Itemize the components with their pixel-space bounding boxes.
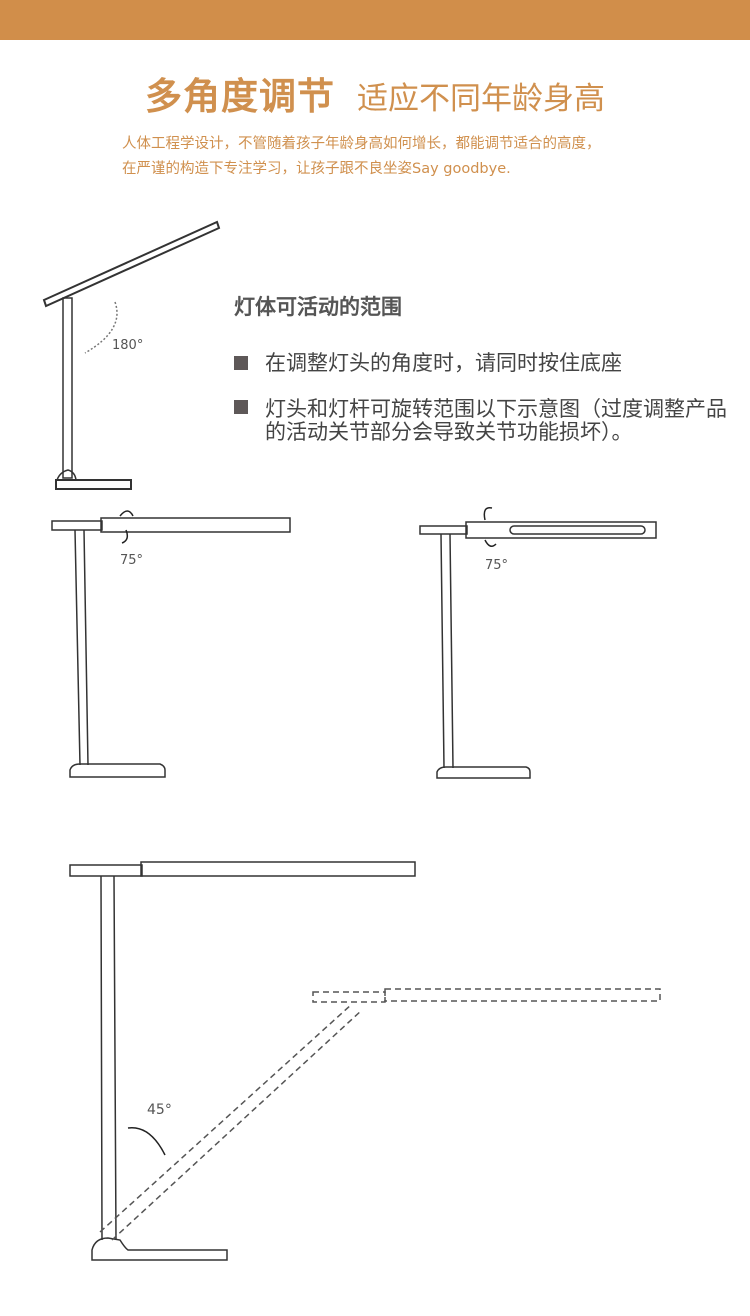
lamp-diagram-45 [69, 861, 661, 1261]
lamp-diagram-180 [42, 220, 221, 490]
lamp-diagram-75-right [419, 507, 657, 779]
description-line-1: 人体工程学设计，不管随着孩子年龄身高如何增长，都能调节适合的高度， [122, 136, 601, 152]
angle-label-75-left: 75° [120, 553, 144, 568]
section-title: 多角度调节适应不同年龄身高 [0, 66, 750, 120]
bullet-text-1: 在调整灯头的角度时，请同时按住底座 [265, 351, 622, 375]
bullet-icon [234, 400, 248, 414]
bullet-icon [234, 356, 248, 370]
range-heading: 灯体可活动的范围 [234, 295, 402, 319]
top-banner [0, 0, 750, 40]
angle-label-180: 180° [112, 338, 144, 353]
angle-label-45: 45° [147, 1102, 172, 1118]
title-subtitle: 适应不同年龄身高 [357, 81, 605, 117]
lamp-diagram-75-left [51, 510, 291, 778]
angle-label-75-right: 75° [485, 558, 509, 573]
bullet-text-2: 灯头和灯杆可旋转范围以下示意图（过度调整产品的活动关节部分会导致关节功能损坏）。 [265, 397, 727, 444]
title-bold: 多角度调节 [145, 75, 335, 118]
description-line-2: 在严谨的构造下专注学习，让孩子跟不良坐姿Say goodbye. [122, 161, 511, 177]
